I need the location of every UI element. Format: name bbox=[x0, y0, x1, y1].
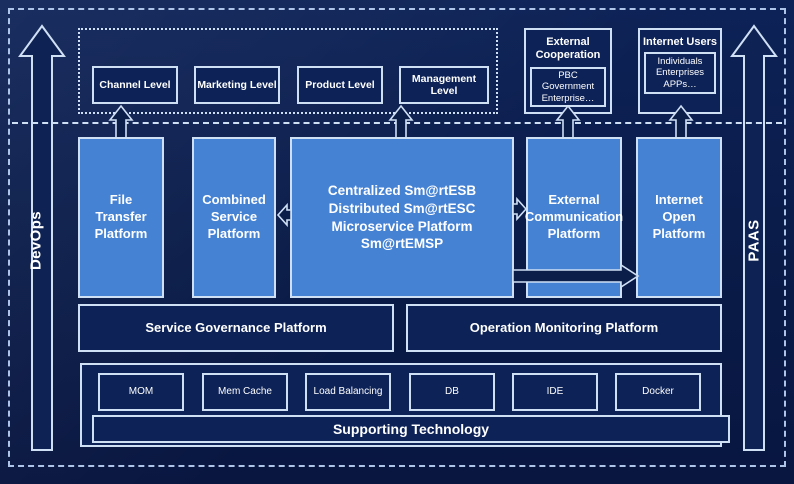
internet-users-group[interactable]: Internet Users Individuals Enterprises A… bbox=[638, 28, 722, 114]
tech-mem-cache[interactable]: Mem Cache bbox=[202, 373, 288, 411]
external-cooperation-title: External Cooperation bbox=[535, 36, 601, 61]
business-level-marketing[interactable]: Marketing Level bbox=[194, 66, 280, 104]
tech-ide[interactable]: IDE bbox=[512, 373, 598, 411]
diagram-outer-border bbox=[8, 8, 786, 467]
platform-esb-line-2: Distributed Sm@rtESC bbox=[328, 200, 476, 216]
business-level-channel[interactable]: Channel Level bbox=[92, 66, 178, 104]
external-cooperation-group[interactable]: External Cooperation PBC Government Ente… bbox=[524, 28, 612, 114]
platform-combined-service[interactable]: Combined Service Platform bbox=[192, 137, 276, 298]
tech-mom[interactable]: MOM bbox=[98, 373, 184, 411]
esb-to-internet-open-arrow bbox=[512, 263, 640, 289]
platform-internet-open[interactable]: Internet Open Platform bbox=[636, 137, 722, 298]
internet-users-title: Internet Users bbox=[643, 36, 717, 48]
business-level-management[interactable]: Management Level bbox=[399, 66, 489, 104]
esb-to-combined-arrow bbox=[276, 202, 292, 228]
external-cooperation-detail: PBC Government Enterprise… bbox=[530, 66, 606, 107]
platform-esb-line-3: Microservice Platform Sm@rtEMSP bbox=[331, 218, 473, 252]
tech-docker[interactable]: Docker bbox=[615, 373, 701, 411]
internet-users-up-arrow bbox=[668, 104, 694, 139]
business-levels-container bbox=[78, 28, 498, 114]
devops-arrow-label: DevOps bbox=[27, 210, 45, 271]
channel-up-arrow bbox=[108, 104, 134, 139]
devops-arrow bbox=[18, 24, 66, 451]
platform-file-transfer[interactable]: File Transfer Platform bbox=[78, 137, 164, 298]
management-up-arrow bbox=[388, 104, 414, 139]
business-level-product[interactable]: Product Level bbox=[297, 66, 383, 104]
supporting-technology-banner[interactable]: Supporting Technology bbox=[92, 415, 730, 443]
external-cooperation-up-arrow bbox=[555, 104, 581, 139]
tech-db[interactable]: DB bbox=[409, 373, 495, 411]
esb-to-external-comm-arrow bbox=[512, 196, 528, 222]
paas-arrow bbox=[730, 24, 778, 451]
platform-esb-line-1: Centralized Sm@rtESB bbox=[327, 183, 477, 199]
internet-users-detail: Individuals Enterprises APPs… bbox=[644, 51, 716, 94]
paas-arrow-label: PAAS bbox=[745, 219, 763, 262]
platform-esb-esc-emsp[interactable]: Centralized Sm@rtESB Distributed Sm@rtES… bbox=[290, 137, 514, 298]
operation-monitoring-platform[interactable]: Operation Monitoring Platform bbox=[406, 304, 722, 352]
service-governance-platform[interactable]: Service Governance Platform bbox=[78, 304, 394, 352]
tech-load-balancing[interactable]: Load Balancing bbox=[305, 373, 391, 411]
